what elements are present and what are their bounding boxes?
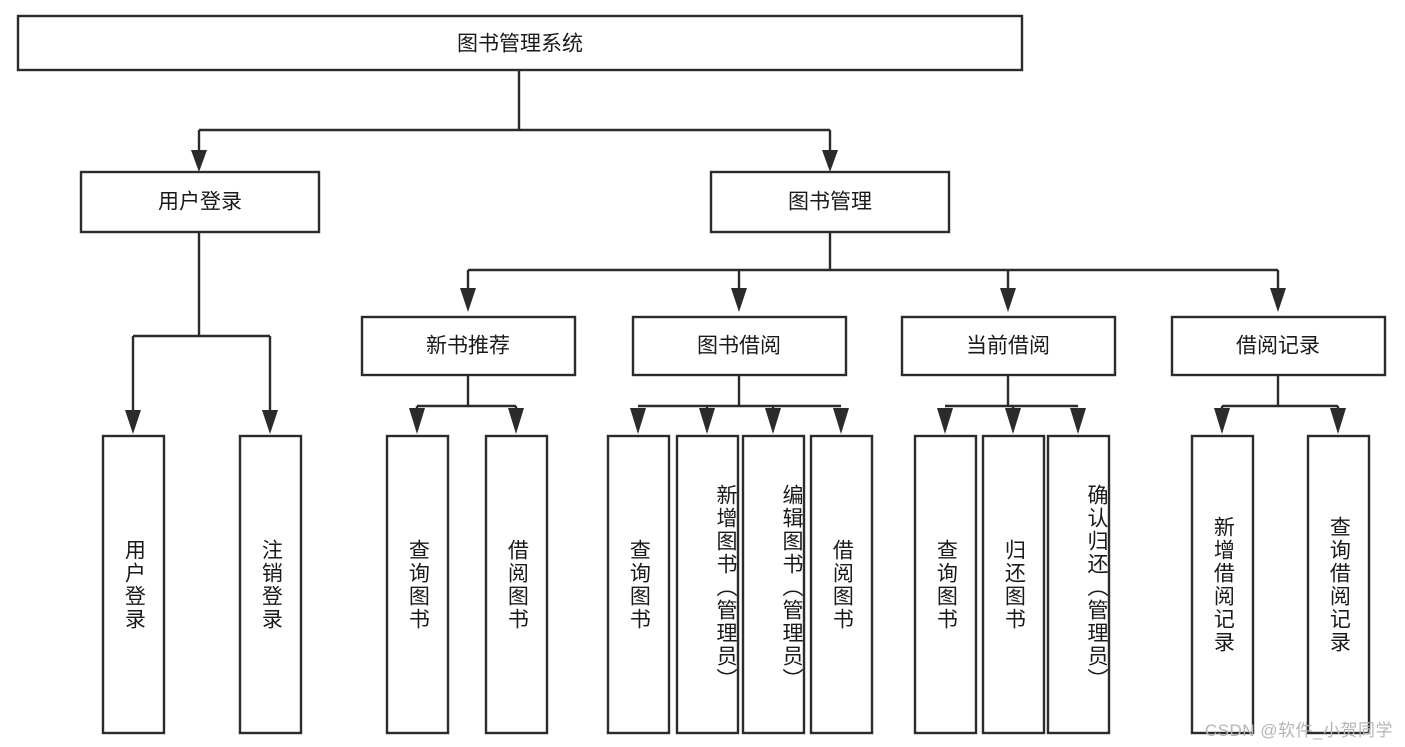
leaf-box-user-login-1[interactable] <box>101 434 166 735</box>
node-current-borrow-box[interactable] <box>900 315 1117 377</box>
leaf-box-bb-1[interactable] <box>606 434 671 735</box>
arrowhead-leaf-cb-3 <box>1070 408 1086 434</box>
arrowhead-leaf-bb-3 <box>765 408 781 434</box>
node-book-borrow-label: 图书借阅 <box>697 335 781 358</box>
arrowhead-leaf-br-1 <box>1214 408 1230 434</box>
leaf-box-nbr-1[interactable] <box>385 434 450 735</box>
arrowhead-new-book-recommend <box>460 288 476 312</box>
arrowhead-leaf-bb-2 <box>699 408 715 434</box>
leaf-boxes-borrow-record <box>1190 434 1371 735</box>
node-new-book-recommend[interactable]: 新书推荐 <box>360 315 577 377</box>
leaf-box-bb-3[interactable] <box>741 434 806 735</box>
watermark-text: CSDN @软件_小贺同学 <box>1204 721 1393 740</box>
arrowhead-book-manage <box>822 150 838 172</box>
arrowhead-leaf-ul-1 <box>125 410 141 434</box>
arrowhead-leaf-bb-4 <box>833 408 849 434</box>
arrowhead-leaf-ul-2 <box>262 410 278 434</box>
leaf-box-cb-1[interactable] <box>913 434 978 735</box>
leaf-box-nbr-2[interactable] <box>484 434 549 735</box>
node-book-manage[interactable]: 图书管理 <box>709 170 951 234</box>
node-root-box[interactable] <box>16 14 1024 72</box>
node-user-login-box[interactable] <box>79 170 321 234</box>
connector-user-login-to-leaves <box>125 232 278 434</box>
node-user-login-label: 用户登录 <box>158 191 242 214</box>
node-book-borrow-box[interactable] <box>631 315 848 377</box>
node-book-borrow[interactable]: 图书借阅 <box>631 315 848 377</box>
arrowhead-borrow-record <box>1270 288 1286 312</box>
node-new-book-recommend-label: 新书推荐 <box>426 335 510 358</box>
node-current-borrow-label: 当前借阅 <box>966 335 1050 358</box>
arrowhead-user-login <box>191 150 207 172</box>
node-new-book-recommend-box[interactable] <box>360 315 577 377</box>
node-borrow-record-label: 借阅记录 <box>1236 335 1320 358</box>
leaf-boxes-current-borrow <box>913 434 1111 735</box>
leaf-box-bb-2[interactable] <box>675 434 740 735</box>
arrowhead-leaf-nbr-1 <box>409 408 425 434</box>
arrowhead-leaf-nbr-2 <box>508 408 524 434</box>
node-root-label: 图书管理系统 <box>457 33 583 56</box>
arrowhead-leaf-cb-1 <box>937 408 953 434</box>
leaf-boxes-user-login <box>101 434 303 735</box>
leaf-box-br-1[interactable] <box>1190 434 1255 735</box>
leaf-box-br-2[interactable] <box>1306 434 1371 735</box>
leaf-boxes-book-borrow <box>606 434 874 735</box>
node-root[interactable]: 图书管理系统 <box>16 14 1024 72</box>
node-borrow-record-box[interactable] <box>1170 315 1387 377</box>
leaf-box-cb-2[interactable] <box>981 434 1046 735</box>
leaf-box-cb-3[interactable] <box>1046 434 1111 735</box>
leaf-boxes-new-book-recommend <box>385 434 549 735</box>
leaf-box-user-login-2[interactable] <box>238 434 303 735</box>
arrowhead-leaf-bb-1 <box>630 408 646 434</box>
connector-book-manage-to-level3 <box>460 232 1286 312</box>
arrowhead-book-borrow <box>731 288 747 312</box>
node-current-borrow[interactable]: 当前借阅 <box>900 315 1117 377</box>
connector-root-to-level2 <box>191 70 838 172</box>
arrowhead-leaf-br-2 <box>1330 408 1346 434</box>
connector-current-borrow-to-leaves <box>937 375 1086 434</box>
arrowhead-leaf-cb-2 <box>1005 408 1021 434</box>
leaf-box-bb-4[interactable] <box>809 434 874 735</box>
node-book-manage-label: 图书管理 <box>788 191 872 214</box>
node-borrow-record[interactable]: 借阅记录 <box>1170 315 1387 377</box>
connector-borrow-record-to-leaves <box>1214 375 1346 434</box>
node-book-manage-box[interactable] <box>709 170 951 234</box>
arrowhead-current-borrow <box>1000 288 1016 312</box>
connector-new-book-recommend-to-leaves <box>409 375 524 434</box>
node-user-login[interactable]: 用户登录 <box>79 170 321 234</box>
connector-book-borrow-to-leaves <box>630 375 849 434</box>
